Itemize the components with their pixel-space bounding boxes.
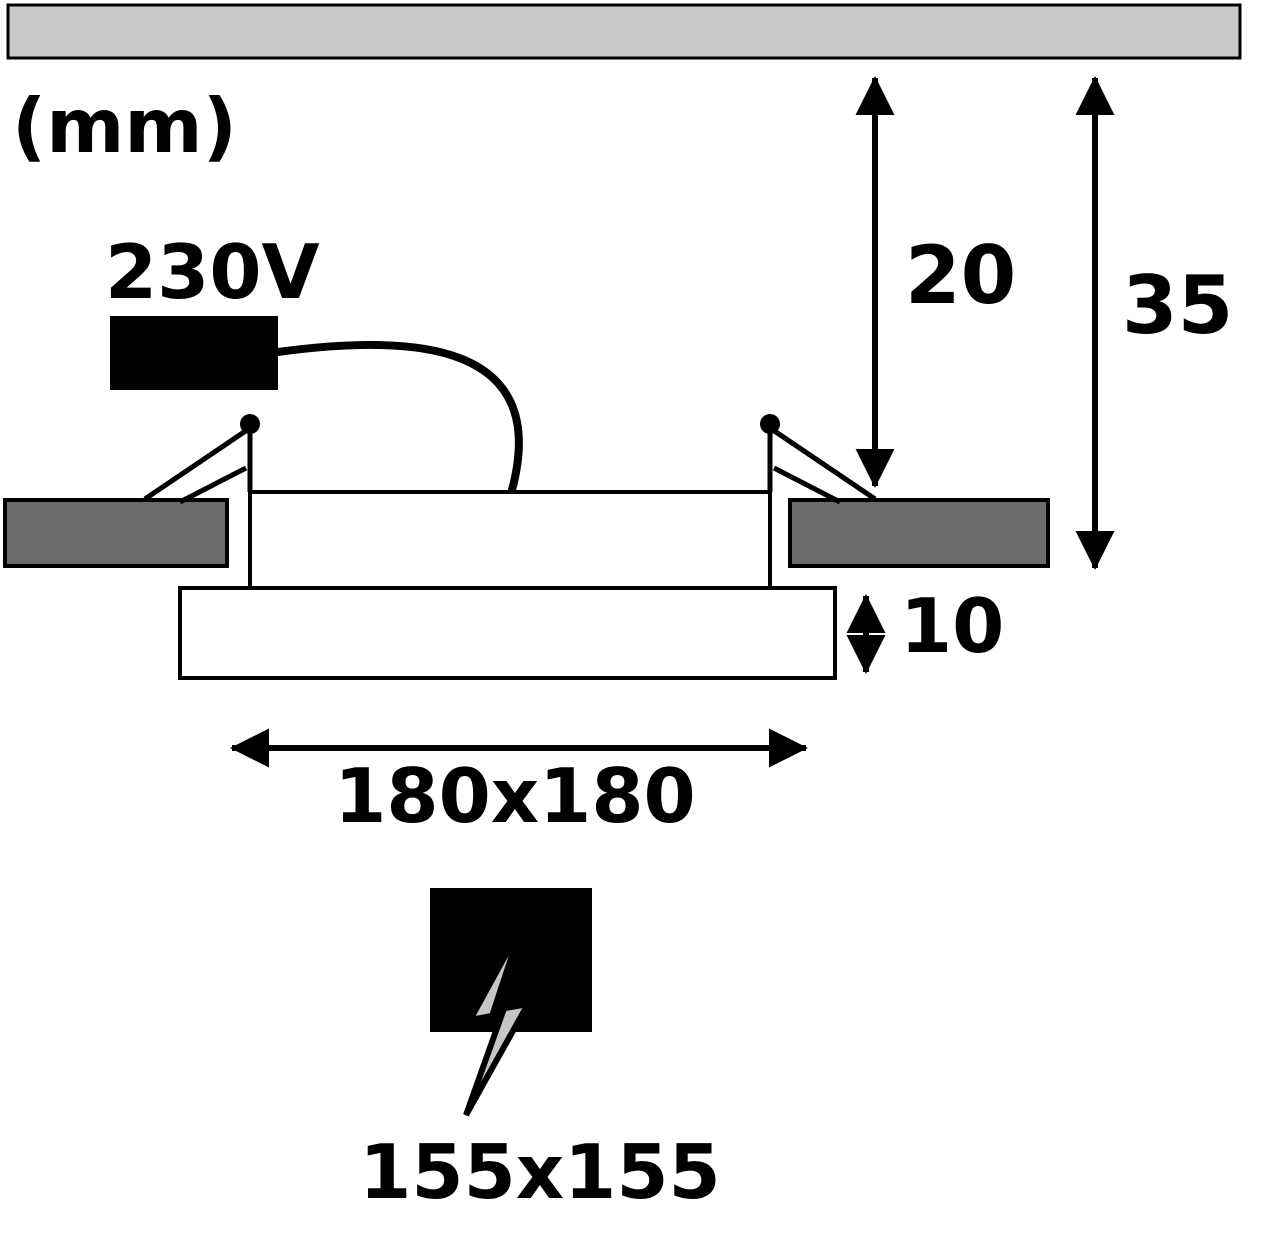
- dim-label-10: 10: [900, 582, 1004, 670]
- panel-frame: [178, 586, 837, 680]
- driver-box: [110, 316, 278, 390]
- right-clip-spring-arm-2: [772, 465, 842, 505]
- right-mounting-clip: [788, 498, 1050, 568]
- cutout-size-label: 155x155: [359, 1128, 721, 1216]
- dim-label-20: 20: [905, 229, 1016, 322]
- power-cable: [274, 340, 523, 494]
- voltage-label: 230V: [105, 228, 320, 316]
- right-clip-pivot-dot: [760, 414, 780, 434]
- lightning-bolt-icon: [463, 923, 534, 1117]
- left-clip-spring-arm: [143, 425, 252, 502]
- left-clip-pivot-dot: [240, 414, 260, 434]
- left-mounting-clip: [3, 498, 229, 568]
- panel-size-label: 180x180: [334, 752, 696, 840]
- dim-label-35: 35: [1122, 259, 1233, 352]
- panel-housing: [248, 490, 772, 590]
- ceiling-bar: [6, 3, 1242, 60]
- left-clip-spring-arm-2: [178, 465, 248, 505]
- right-clip-spring-arm: [768, 425, 877, 502]
- units-label: (mm): [12, 82, 237, 170]
